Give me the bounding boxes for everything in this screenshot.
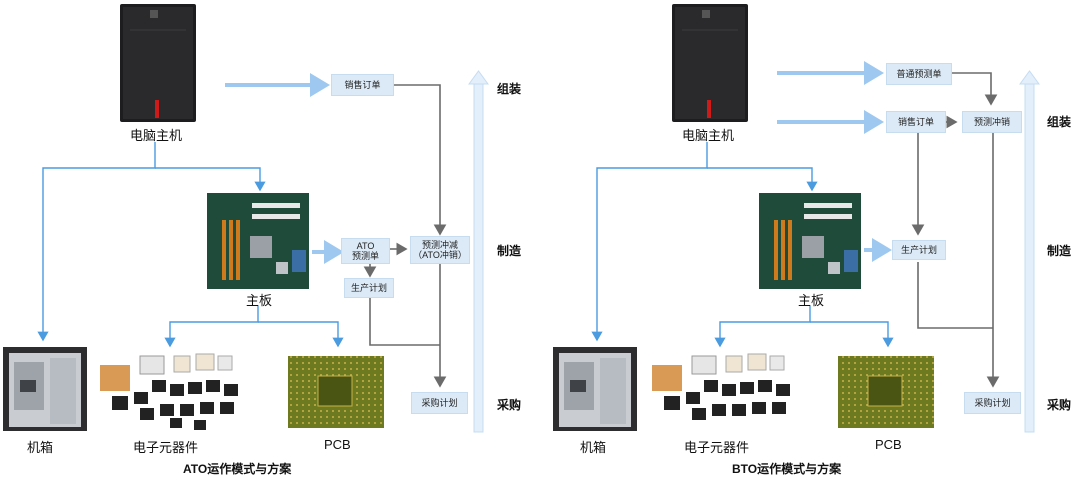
right-process-lines: [911, 72, 1000, 388]
left-process-lines: [363, 84, 447, 388]
left-production-plan-box: 生产计划: [344, 278, 394, 298]
left-stage-manufacturing: 制造: [497, 244, 522, 258]
pcb-picture-right: [838, 356, 934, 428]
left-stage-purchasing: 采购: [497, 398, 522, 412]
right-caption: BTO运作模式与方案: [732, 462, 842, 476]
electronic-components-picture-right: [652, 353, 790, 420]
right-stage-assembly: 组装: [1047, 115, 1072, 129]
computer-case-picture-right: [553, 347, 637, 431]
right-general-forecast-box: 普通预测单: [886, 63, 952, 85]
left-electronics-label: 电子元器件: [133, 440, 199, 455]
right-component-lines: [591, 142, 894, 348]
pc-tower-picture-right: [672, 4, 748, 122]
right-stage-arrow: [1019, 70, 1040, 433]
left-purchase-plan-box: 采购计划: [411, 392, 468, 414]
left-component-lines: [37, 142, 344, 348]
motherboard-picture: [207, 193, 309, 289]
left-motherboard-label: 主板: [246, 293, 273, 308]
left-ato-forecast-box: ATO 预测单: [341, 238, 390, 264]
left-sales-order-box: 销售订单: [331, 74, 394, 96]
left-pcb-label: PCB: [324, 437, 351, 452]
right-pc-label: 电脑主机: [682, 128, 735, 143]
right-sales-order-box: 销售订单: [886, 111, 946, 133]
right-production-plan-box: 生产计划: [892, 240, 946, 260]
left-stage-assembly: 组装: [497, 82, 522, 96]
right-case-label: 机箱: [580, 440, 607, 455]
right-forecast-offset-box: 预测冲销: [962, 111, 1022, 133]
computer-case-picture: [3, 347, 87, 431]
left-thick-arrows: [225, 73, 344, 264]
left-case-label: 机箱: [27, 440, 54, 455]
pcb-picture: [288, 356, 384, 428]
left-pc-label: 电脑主机: [130, 128, 183, 143]
right-purchase-plan-box: 采购计划: [964, 392, 1021, 414]
left-stage-arrow: [468, 70, 489, 433]
electronic-components-picture: [100, 353, 238, 430]
left-forecast-offset-box: 预测冲减 （ATO冲销）: [410, 236, 470, 264]
right-motherboard-label: 主板: [798, 293, 825, 308]
right-electronics-label: 电子元器件: [684, 440, 750, 455]
right-stage-manufacturing: 制造: [1047, 244, 1072, 258]
right-pcb-label: PCB: [875, 437, 902, 452]
right-stage-purchasing: 采购: [1047, 398, 1072, 412]
left-caption: ATO运作模式与方案: [183, 462, 292, 476]
right-thick-arrows: [777, 61, 892, 262]
pc-tower-picture: [120, 4, 196, 122]
motherboard-picture-right: [759, 193, 861, 289]
